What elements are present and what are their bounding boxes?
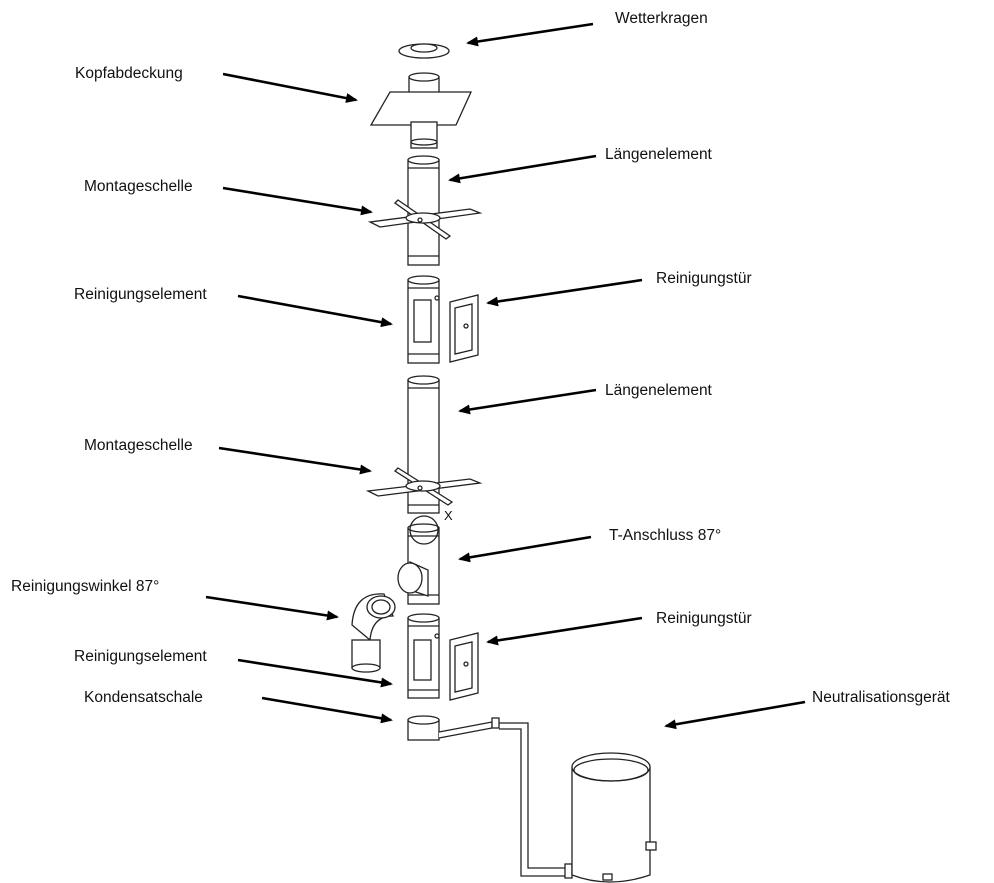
reinigungstuer-2-part xyxy=(449,632,479,701)
montageschelle-2-part xyxy=(365,467,483,506)
arrow-kondensatschale xyxy=(261,696,393,724)
label-reinigungstuer-2: Reinigungstür xyxy=(656,610,752,627)
arrow-reinigungselement-1 xyxy=(237,294,393,328)
kopfabdeckung-part xyxy=(369,72,473,149)
arrow-reinigungstuer-1 xyxy=(486,278,643,307)
arrow-montageschelle-2 xyxy=(218,446,372,475)
label-neutralisationsgeraet: Neutralisationsgerät xyxy=(812,689,950,706)
label-kopfabdeckung: Kopfabdeckung xyxy=(75,65,183,82)
neutralisationsgeraet-part xyxy=(571,752,657,883)
arrow-laengenelement-1 xyxy=(448,154,597,184)
label-reinigungswinkel: Reinigungswinkel 87° xyxy=(11,578,160,595)
label-laengenelement-1: Längenelement xyxy=(605,146,712,163)
reinigungselement-1-part xyxy=(407,275,440,364)
label-reinigungselement-2: Reinigungselement xyxy=(74,648,207,665)
reinigungstuer-1-part xyxy=(449,294,479,363)
label-laengenelement-2: Längenelement xyxy=(605,382,712,399)
reinigungselement-2-part xyxy=(407,613,440,699)
arrow-t-anschluss xyxy=(458,535,592,563)
arrow-reinigungstuer-2 xyxy=(486,616,643,646)
label-reinigungselement-1: Reinigungselement xyxy=(74,286,207,303)
x-marker: X xyxy=(444,508,453,523)
kondensatschale-part xyxy=(407,715,573,879)
wetterkragen-part xyxy=(398,43,450,59)
arrow-kopfabdeckung xyxy=(222,72,358,103)
label-montageschelle-2: Montageschelle xyxy=(84,437,193,454)
arrow-montageschelle-1 xyxy=(222,186,373,216)
label-montageschelle-1: Montageschelle xyxy=(84,178,193,195)
arrow-reinigungselement-2 xyxy=(237,658,393,688)
label-reinigungstuer-1: Reinigungstür xyxy=(656,270,752,287)
arrow-wetterkragen xyxy=(466,22,594,47)
reinigungswinkel-part xyxy=(351,593,396,673)
label-wetterkragen: Wetterkragen xyxy=(615,10,708,27)
arrow-neutralisationsgeraet xyxy=(664,700,806,730)
label-kondensatschale: Kondensatschale xyxy=(84,689,203,706)
montageschelle-1-part xyxy=(367,199,483,240)
arrow-laengenelement-2 xyxy=(458,388,597,415)
label-t-anschluss: T-Anschluss 87° xyxy=(609,527,722,544)
t-anschluss-part xyxy=(397,515,440,605)
arrow-reinigungswinkel xyxy=(205,595,339,621)
